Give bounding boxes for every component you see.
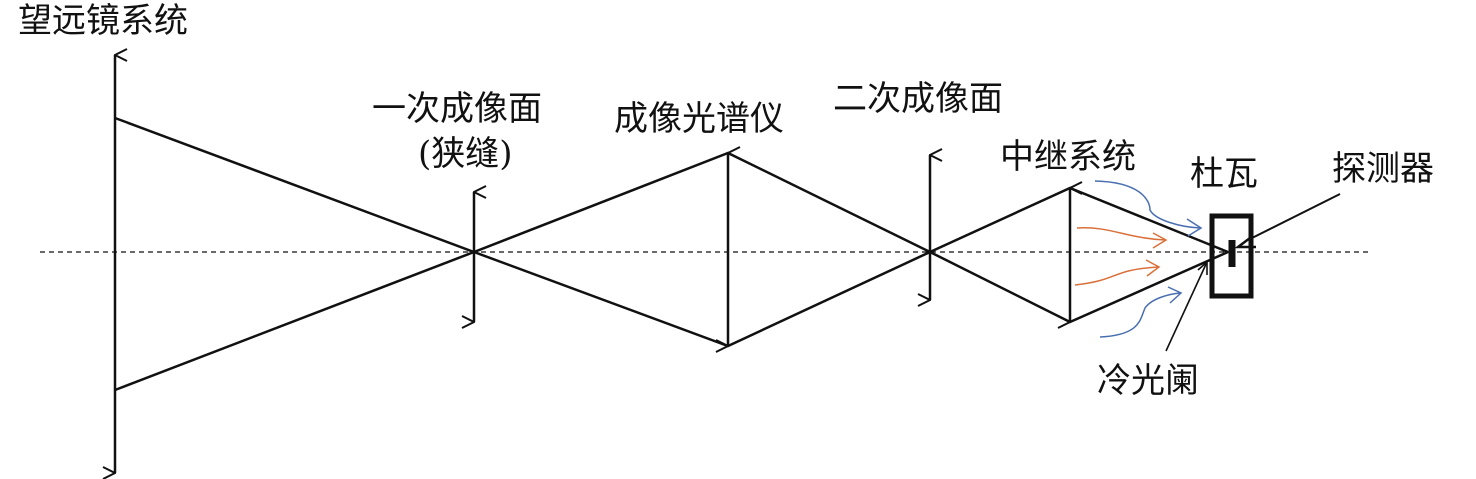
- label-slit: (狭缝): [418, 134, 513, 174]
- detector-leader: [1251, 193, 1341, 239]
- label-detector: 探测器: [1332, 149, 1434, 189]
- label-relay: 中继系统: [1000, 137, 1136, 177]
- warm-arrow-icon: [1076, 227, 1168, 249]
- detector-mark-icon: [1234, 232, 1256, 250]
- label-second-image: 二次成像面: [833, 79, 1003, 119]
- blue-arrow-icon: [1099, 286, 1183, 338]
- cold-stop-arrow-icon: [1197, 260, 1208, 275]
- cold-stop-leader: [1165, 261, 1208, 352]
- blue-arrow-icon: [1094, 180, 1203, 237]
- label-first-image: 一次成像面: [372, 89, 542, 129]
- lower-ray: [114, 250, 1229, 392]
- label-telescope: 望远镜系统: [18, 1, 188, 41]
- label-spectrometer: 成像光谱仪: [614, 99, 784, 139]
- label-cold-stop: 冷光阑: [1097, 361, 1199, 401]
- warm-arrow-icon: [1074, 259, 1161, 286]
- dewar: [1209, 213, 1254, 299]
- upper-ray: [114, 116, 1229, 254]
- label-dewar: 杜瓦: [1190, 154, 1258, 194]
